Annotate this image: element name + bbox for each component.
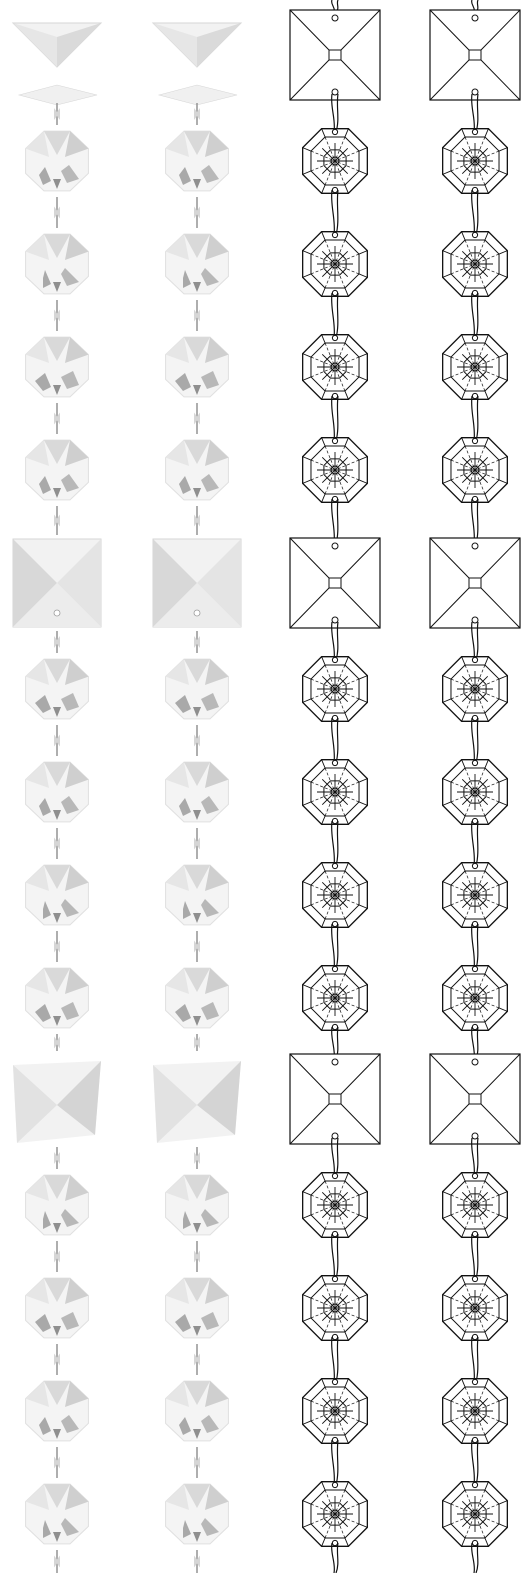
square-bead-outline <box>289 9 381 101</box>
octagon-bead-outline <box>442 334 508 400</box>
square-bead-outline <box>289 1053 381 1145</box>
photo-strands <box>11 22 243 1573</box>
octagon-crystal-bead <box>165 233 229 295</box>
bowtie-link <box>54 1152 60 1164</box>
octagon-bead-outline <box>302 437 368 503</box>
bowtie-link <box>54 636 60 648</box>
bowtie-link <box>54 108 60 120</box>
octagon-bead-outline <box>442 1378 508 1444</box>
bowtie-link <box>194 309 200 322</box>
octagon-bead-outline <box>302 759 368 825</box>
octagon-bead-outline <box>442 862 508 928</box>
octagon-bead-outline <box>302 1481 368 1547</box>
octagon-crystal-bead <box>165 658 229 720</box>
octagon-crystal-bead <box>165 130 229 192</box>
bowtie-link <box>194 108 200 120</box>
bowtie-link <box>54 412 60 425</box>
wire-link <box>470 1542 479 1573</box>
outline-strands <box>289 0 521 1573</box>
octagon-crystal-bead <box>25 658 89 720</box>
octagon-crystal-bead <box>25 130 89 192</box>
square-crystal-bead <box>151 22 243 106</box>
bowtie-link <box>54 1555 60 1568</box>
octagon-crystal-bead <box>25 233 89 295</box>
bowtie-link <box>194 734 200 747</box>
octagon-bead-outline <box>442 128 508 194</box>
bowtie-link <box>194 1456 200 1469</box>
octagon-crystal-bead <box>25 864 89 926</box>
octagon-crystal-bead <box>165 1483 229 1545</box>
octagon-crystal-bead <box>25 439 89 501</box>
bowtie-link <box>194 1250 200 1263</box>
octagon-crystal-bead <box>25 1483 89 1545</box>
bowtie-link <box>54 309 60 322</box>
photo-strand-1 <box>11 22 103 1573</box>
octagon-crystal-bead <box>165 864 229 926</box>
square-bead-outline <box>429 9 521 101</box>
octagon-bead-outline <box>442 231 508 297</box>
octagon-crystal-bead <box>25 1277 89 1339</box>
octagon-crystal-bead <box>25 1174 89 1236</box>
octagon-bead-outline <box>442 965 508 1031</box>
square-crystal-bead <box>152 538 242 628</box>
bowtie-link <box>54 1250 60 1263</box>
square-crystal-bead <box>12 538 102 628</box>
bowtie-link <box>54 1456 60 1469</box>
octagon-crystal-bead <box>165 1380 229 1442</box>
octagon-bead-outline <box>442 437 508 503</box>
octagon-bead-outline <box>442 1172 508 1238</box>
outline-strand-1 <box>289 0 381 1573</box>
square-crystal-bead <box>13 1061 101 1143</box>
bowtie-link <box>54 940 60 953</box>
bowtie-link <box>54 514 60 527</box>
bowtie-link <box>54 206 60 219</box>
bowtie-link <box>54 734 60 747</box>
bowtie-link <box>54 1036 60 1049</box>
octagon-bead-outline <box>442 1481 508 1547</box>
outline-strand-2 <box>429 0 521 1573</box>
square-bead-outline <box>289 537 381 629</box>
octagon-bead-outline <box>302 128 368 194</box>
bowtie-link <box>194 1152 200 1164</box>
wire-link <box>330 1542 339 1573</box>
octagon-crystal-bead <box>25 336 89 398</box>
octagon-crystal-bead <box>165 761 229 823</box>
octagon-bead-outline <box>442 759 508 825</box>
bowtie-link <box>194 514 200 527</box>
bowtie-link <box>194 1036 200 1049</box>
octagon-crystal-bead <box>25 1380 89 1442</box>
octagon-bead-outline <box>302 656 368 722</box>
octagon-bead-outline <box>302 334 368 400</box>
octagon-crystal-bead <box>165 1277 229 1339</box>
octagon-bead-outline <box>442 1275 508 1341</box>
octagon-crystal-bead <box>25 967 89 1029</box>
bowtie-link <box>54 1353 60 1366</box>
octagon-bead-outline <box>442 656 508 722</box>
octagon-crystal-bead <box>165 1174 229 1236</box>
square-crystal-bead <box>11 22 103 106</box>
square-crystal-bead <box>153 1061 241 1143</box>
octagon-crystal-bead <box>165 967 229 1029</box>
octagon-crystal-bead <box>165 439 229 501</box>
octagon-bead-outline <box>302 1275 368 1341</box>
square-bead-outline <box>429 1053 521 1145</box>
bowtie-link <box>194 412 200 425</box>
octagon-bead-outline <box>302 862 368 928</box>
bowtie-link <box>194 206 200 219</box>
bowtie-link <box>194 1555 200 1568</box>
octagon-crystal-bead <box>25 761 89 823</box>
octagon-bead-outline <box>302 965 368 1031</box>
bowtie-link <box>194 837 200 850</box>
photo-strand-2 <box>151 22 243 1573</box>
bowtie-link <box>194 940 200 953</box>
bowtie-link <box>194 1353 200 1366</box>
octagon-bead-outline <box>302 1172 368 1238</box>
square-bead-outline <box>429 537 521 629</box>
octagon-bead-outline <box>302 231 368 297</box>
octagon-crystal-bead <box>165 336 229 398</box>
octagon-bead-outline <box>302 1378 368 1444</box>
bowtie-link <box>54 837 60 850</box>
bowtie-link <box>194 636 200 648</box>
